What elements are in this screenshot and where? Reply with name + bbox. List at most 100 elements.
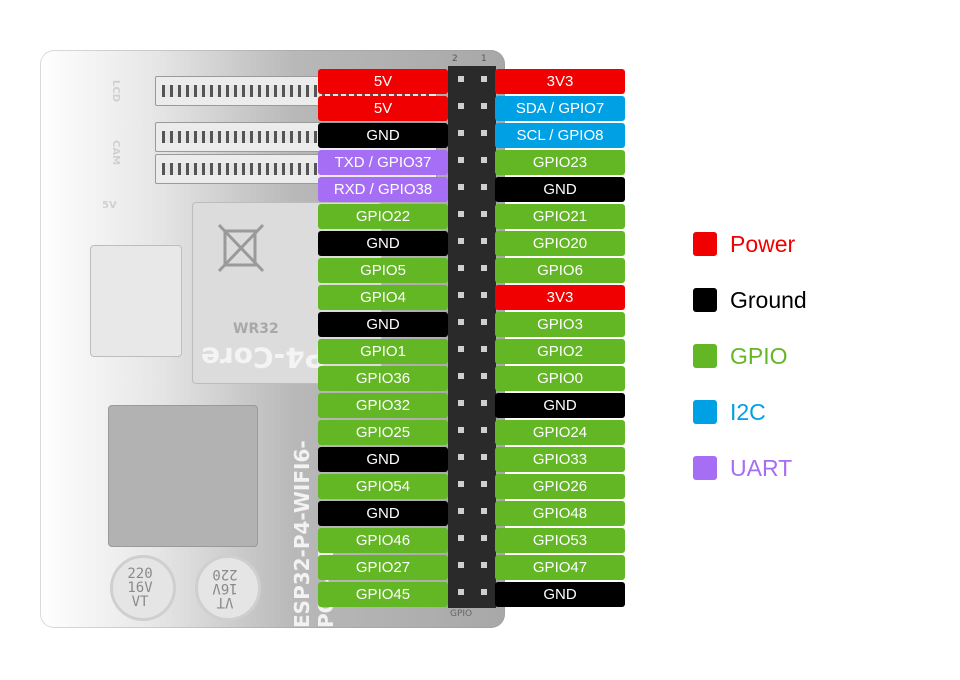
- header-pin: [458, 292, 464, 298]
- header-pin: [481, 427, 487, 433]
- left-pin-label: GPIO25: [318, 420, 448, 445]
- header-pin: [458, 481, 464, 487]
- weee-bin-icon: [217, 223, 265, 273]
- header-pin: [481, 292, 487, 298]
- right-pin-label: 3V3: [495, 285, 625, 310]
- left-pin-label: GPIO36: [318, 366, 448, 391]
- header-pin: [481, 211, 487, 217]
- right-pin-label: GPIO24: [495, 420, 625, 445]
- left-pin-label: GPIO4: [318, 285, 448, 310]
- left-pin-label: GPIO1: [318, 339, 448, 364]
- right-pin-label: GPIO53: [495, 528, 625, 553]
- header-pin: [481, 184, 487, 190]
- header-pin: [458, 346, 464, 352]
- right-pin-label: GPIO0: [495, 366, 625, 391]
- right-pin-label: SDA / GPIO7: [495, 96, 625, 121]
- legend-item-ground: Ground: [693, 286, 893, 314]
- left-pin-label: GPIO5: [318, 258, 448, 283]
- header-pin: [481, 130, 487, 136]
- left-pin-label: 5V: [318, 69, 448, 94]
- header-pin: [458, 562, 464, 568]
- capacitor-2-text: VT 16V 220: [212, 566, 238, 610]
- header-pin: [481, 157, 487, 163]
- header-pin: [458, 211, 464, 217]
- header-pin: [458, 130, 464, 136]
- left-pin-label: GPIO32: [318, 393, 448, 418]
- capacitor-1: [110, 555, 176, 621]
- legend-label: UART: [730, 455, 793, 481]
- left-pin-label: GPIO46: [318, 528, 448, 553]
- left-pin-label: TXD / GPIO37: [318, 150, 448, 175]
- left-pin-label: GND: [318, 312, 448, 337]
- aux-chip: [90, 245, 182, 357]
- header-pin: [481, 508, 487, 514]
- left-pin-label: 5V: [318, 96, 448, 121]
- right-pin-label: GPIO47: [495, 555, 625, 580]
- header-pin2-number: 2: [452, 54, 458, 64]
- pin-header: [448, 66, 496, 608]
- header-pin: [481, 481, 487, 487]
- right-pin-label: GPIO21: [495, 204, 625, 229]
- legend-label: Power: [730, 231, 796, 257]
- header-pin: [458, 184, 464, 190]
- header-pin: [458, 319, 464, 325]
- left-pin-label: RXD / GPIO38: [318, 177, 448, 202]
- right-pin-label: GPIO33: [495, 447, 625, 472]
- left-pin-label: GPIO54: [318, 474, 448, 499]
- legend-swatch: [693, 400, 717, 424]
- legend-item-i2c: I2C: [693, 398, 893, 426]
- legend-item-uart: UART: [693, 454, 893, 482]
- right-pin-label: GPIO6: [495, 258, 625, 283]
- header-pin: [481, 103, 487, 109]
- header-pin: [458, 589, 464, 595]
- header-pin: [458, 103, 464, 109]
- legend-swatch: [693, 456, 717, 480]
- header-pin: [481, 535, 487, 541]
- legend-swatch: [693, 344, 717, 368]
- header-pin: [458, 76, 464, 82]
- right-pin-label: GND: [495, 582, 625, 607]
- header-pin: [458, 157, 464, 163]
- cam-silk-label: CAM: [110, 140, 121, 166]
- capacitor-1-text: 220 16V VT: [127, 566, 153, 610]
- left-pin-label: GND: [318, 447, 448, 472]
- right-pin-label: GND: [495, 177, 625, 202]
- right-pin-label: GPIO3: [495, 312, 625, 337]
- header-pin: [458, 373, 464, 379]
- header-pin: [481, 76, 487, 82]
- lcd-silk-label: LCD: [110, 80, 121, 103]
- legend-item-power: Power: [693, 230, 893, 258]
- legend-item-gpio: GPIO: [693, 342, 893, 370]
- left-pin-label: GPIO22: [318, 204, 448, 229]
- left-pin-label: GND: [318, 501, 448, 526]
- header-pin: [458, 265, 464, 271]
- module-model-label: WR32: [233, 321, 279, 337]
- right-pin-label: GPIO48: [495, 501, 625, 526]
- header-pin: [481, 319, 487, 325]
- right-pin-label: GND: [495, 393, 625, 418]
- legend-label: GPIO: [730, 343, 788, 369]
- header-pin: [458, 535, 464, 541]
- right-pin-label: GPIO26: [495, 474, 625, 499]
- header-pin: [481, 265, 487, 271]
- header-pin: [481, 400, 487, 406]
- module-core-label: P4-Core: [201, 341, 326, 374]
- header-pin: [481, 562, 487, 568]
- right-pin-label: GPIO2: [495, 339, 625, 364]
- power-silk-label: 5V: [102, 200, 117, 211]
- header-pin: [458, 238, 464, 244]
- right-pin-label: GPIO23: [495, 150, 625, 175]
- header-gpio-label: GPIO: [450, 609, 473, 619]
- header-pin: [481, 373, 487, 379]
- capacitor-2: [195, 555, 261, 621]
- header-pin1-number: 1: [481, 54, 487, 64]
- ethernet-jack: [108, 405, 258, 547]
- header-pin: [481, 238, 487, 244]
- header-pin: [481, 454, 487, 460]
- header-pin: [481, 589, 487, 595]
- header-pin: [458, 454, 464, 460]
- left-pin-label: GND: [318, 123, 448, 148]
- header-pin: [458, 427, 464, 433]
- header-pin: [481, 346, 487, 352]
